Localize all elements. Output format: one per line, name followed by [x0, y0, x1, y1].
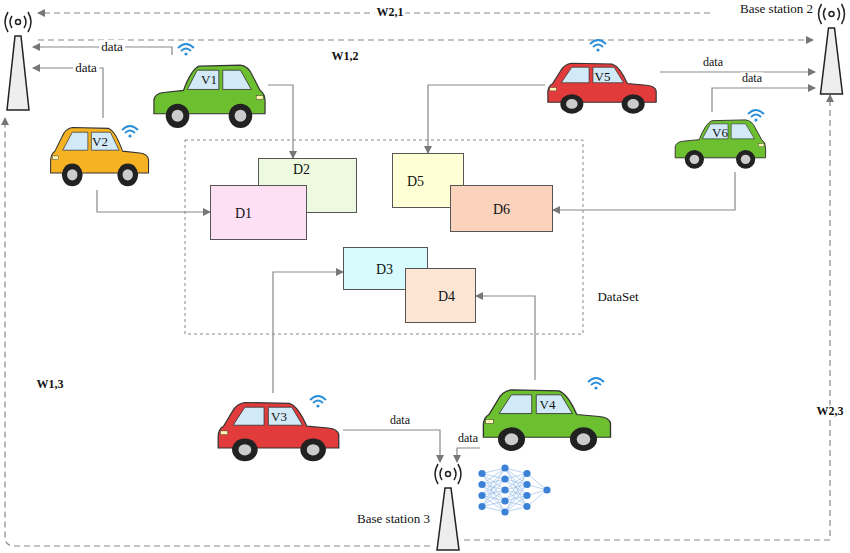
data-box: D6 — [450, 185, 553, 232]
edge-label: data — [740, 72, 764, 85]
vehicle: V4 — [480, 380, 615, 455]
vehicle-label: V6 — [712, 126, 728, 140]
group-label: DataSet — [597, 290, 638, 304]
link-label: W1,2 — [332, 50, 359, 63]
data-arrow — [457, 448, 480, 462]
link-label: W1,3 — [37, 378, 64, 391]
box-label: D5 — [407, 174, 424, 189]
vehicle: V2 — [48, 118, 152, 190]
vehicle-label: V3 — [271, 410, 287, 424]
edge-label: data — [388, 414, 412, 427]
link-line — [38, 39, 813, 40]
edge-label: data — [456, 432, 480, 445]
data-line — [33, 68, 103, 118]
data-arrow — [553, 172, 735, 210]
data-box: D4 — [405, 268, 476, 323]
car-body — [545, 55, 660, 117]
dataset-frame — [185, 140, 583, 334]
vehicle: V1 — [150, 55, 268, 132]
data-arrow — [428, 85, 545, 153]
link-label: data — [99, 40, 125, 54]
antenna — [815, 2, 848, 95]
car-body — [48, 118, 152, 190]
link-label: W2,1 — [375, 6, 406, 19]
base-station: Base station 3 — [432, 462, 464, 551]
car-body — [215, 393, 343, 465]
box-label: D3 — [376, 262, 393, 277]
data-arrow — [97, 190, 210, 212]
box-label: D1 — [235, 206, 252, 221]
vehicle-label: V2 — [92, 135, 108, 149]
data-arrow — [712, 88, 815, 112]
vehicle-label: V1 — [201, 73, 217, 87]
vehicle: V6 — [672, 112, 768, 172]
data-arrow — [268, 85, 293, 158]
car-body — [480, 380, 615, 455]
neural-network-icon — [478, 464, 550, 515]
box-label: D4 — [438, 289, 455, 304]
box-label: D6 — [493, 202, 510, 217]
vehicle-label: V4 — [540, 398, 556, 412]
antenna — [432, 462, 464, 551]
station-label: Base station 3 — [357, 512, 430, 526]
data-arrow — [343, 430, 440, 462]
vehicle-label: V5 — [595, 70, 611, 84]
car-body — [150, 55, 268, 132]
link-line — [5, 118, 430, 546]
link-line — [464, 95, 830, 540]
vehicle: V3 — [215, 393, 343, 465]
data-arrow — [273, 272, 343, 393]
data-arrow — [660, 71, 815, 72]
wifi-icons — [122, 40, 764, 408]
link-label: data — [73, 61, 99, 75]
data-arrow — [476, 296, 535, 380]
car-body — [672, 112, 768, 172]
base-station-1 — [5, 12, 31, 110]
data-box: D1 — [210, 185, 307, 240]
edge-label: data — [701, 56, 725, 69]
station-label: Base station 2 — [740, 2, 813, 16]
edge-label: W2,3 — [815, 405, 846, 418]
box-label: D2 — [293, 162, 310, 177]
vehicle: V5 — [545, 55, 660, 117]
base-station: Base station 2 — [815, 2, 848, 95]
